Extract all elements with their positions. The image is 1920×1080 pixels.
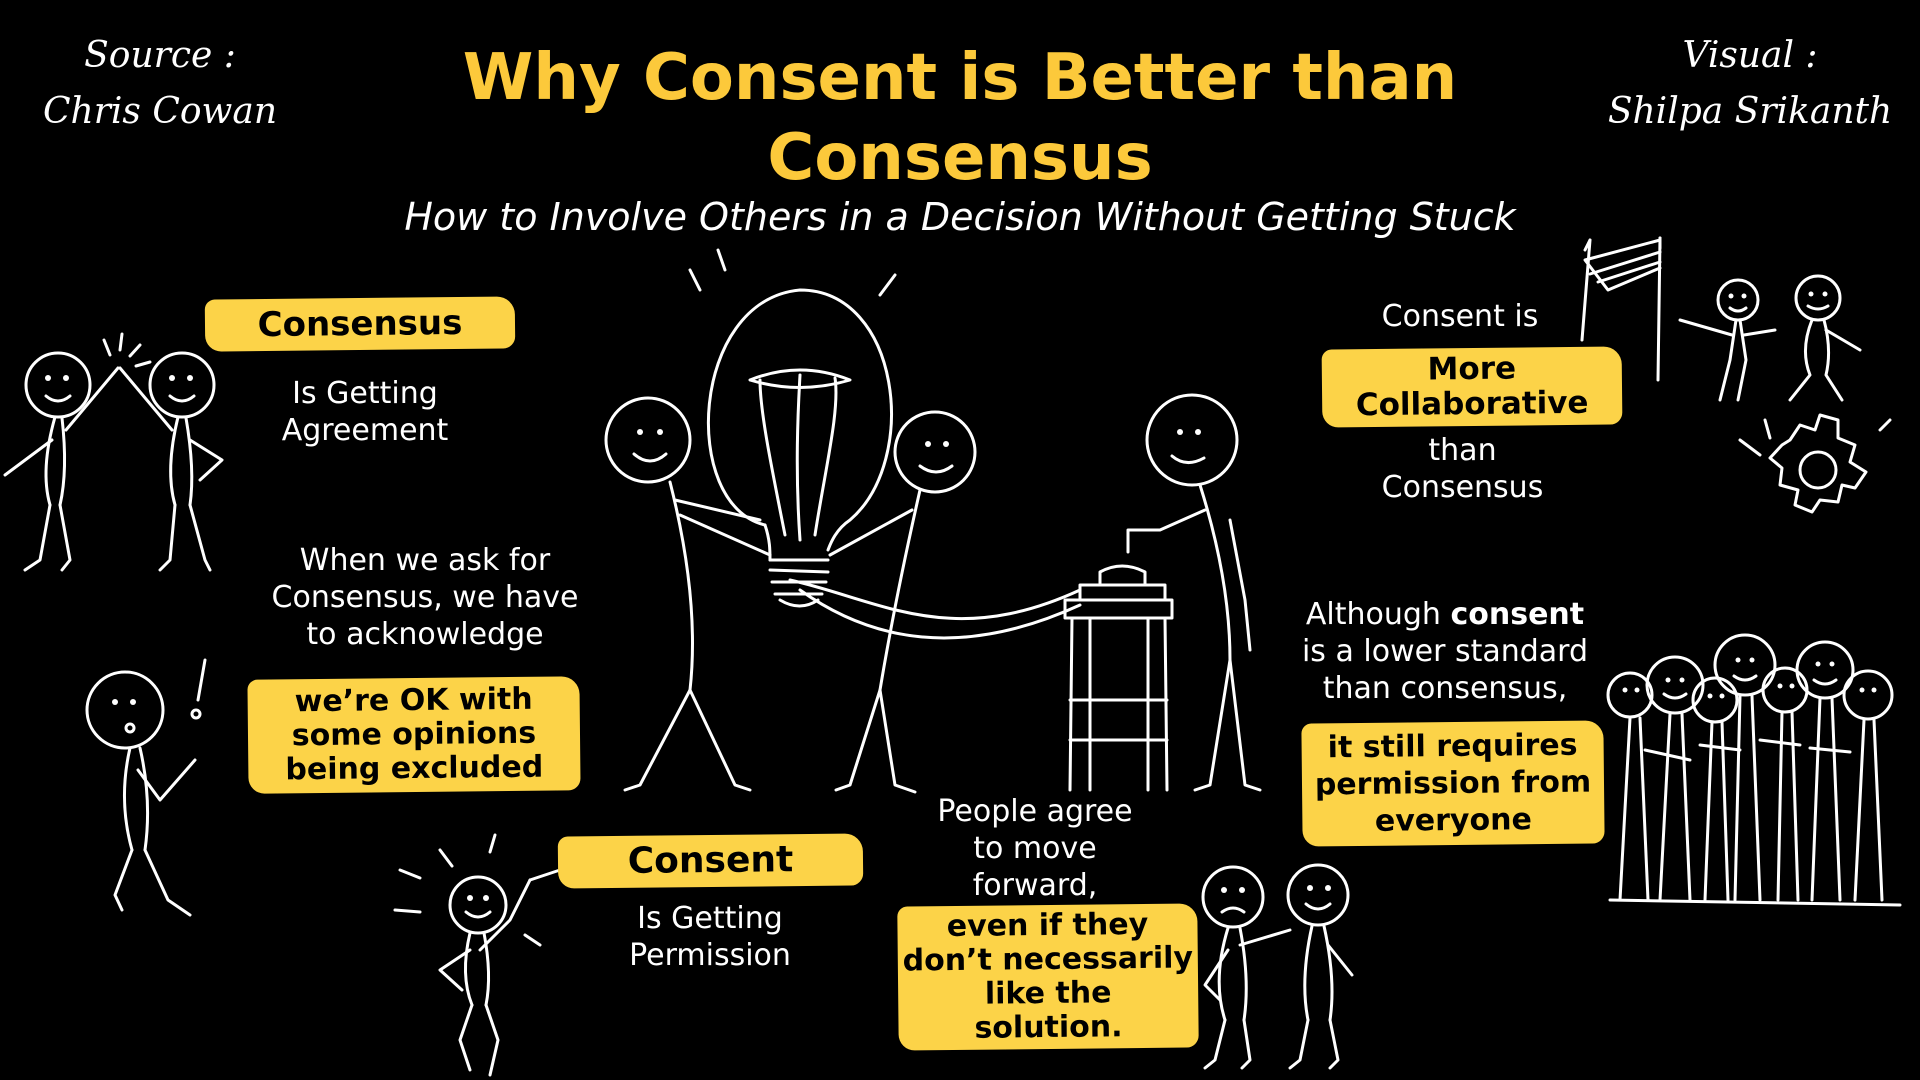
collaborative-hl-line1: More	[1427, 350, 1517, 388]
consensus-def-line2: Agreement	[281, 413, 449, 448]
consent-def-line2: Permission	[629, 938, 791, 973]
lower-standard-text: Although consent is a lower standard tha…	[1285, 596, 1605, 707]
team-with-flag-icon	[1580, 236, 1862, 402]
gear-icon	[1738, 413, 1892, 514]
crowd-of-figures-icon	[1606, 633, 1902, 907]
consensus-tag: Consensus	[204, 296, 516, 352]
lower-standard-line1-bold: consent	[1450, 597, 1585, 632]
consent-def-line1: Is Getting	[637, 901, 783, 936]
acknowledge-hl-line1: we’re OK with	[294, 681, 533, 720]
lower-standard-hl-line3: everyone	[1374, 802, 1533, 839]
acknowledge-hl-line3: being excluded	[285, 749, 544, 788]
collaborative-line3: Consensus	[1381, 470, 1544, 505]
lower-standard-line3: than consensus,	[1322, 671, 1568, 706]
page-title: Why Consent is Better than Consensus	[462, 41, 1458, 195]
acknowledge-line3: to acknowledge	[306, 617, 544, 652]
lower-standard-hl-line1: it still requires	[1327, 727, 1578, 766]
people-agree-line2: to move	[973, 831, 1097, 866]
people-agree-hl-line3: like the	[984, 975, 1112, 1012]
visual-label: Visual :	[1682, 35, 1818, 76]
lower-standard-highlight: it still requires permission from everyo…	[1301, 720, 1605, 847]
lower-standard-line1-pre: Although	[1305, 597, 1451, 632]
collaborative-highlight: More Collaborative	[1321, 346, 1623, 428]
people-agree-hl-line1: even if they	[946, 906, 1149, 945]
people-agree-highlight: even if they don’t necessarily like the …	[897, 903, 1199, 1051]
lower-standard-line2: is a lower standard	[1301, 634, 1589, 669]
consensus-def-line1: Is Getting	[292, 376, 438, 411]
lightbulb-icon	[688, 248, 897, 608]
acknowledge-line2: Consensus, we have	[271, 580, 579, 615]
visual-credit: Visual : Shilpa Srikanth	[1600, 28, 1900, 140]
source-credit: Source : Chris Cowan	[40, 28, 280, 140]
lower-standard-line1: Although consent	[1285, 596, 1605, 633]
collaborative-outro: than Consensus	[1340, 432, 1585, 506]
people-agree-line1: People agree	[937, 794, 1133, 829]
stool-with-button-icon	[788, 564, 1174, 792]
collaborative-hl-line2: Collaborative	[1355, 384, 1589, 424]
people-agree-line3: forward,	[972, 868, 1098, 903]
collaborative-intro: Consent is	[1381, 299, 1539, 334]
people-agree-hl-line2: don’t necessarily	[902, 940, 1194, 979]
cheering-figure-icon	[393, 833, 562, 1077]
consent-tag: Consent	[557, 833, 864, 889]
consensus-definition: Is Getting Agreement	[230, 375, 500, 449]
high-five-figures-icon	[3, 332, 224, 572]
acknowledge-line1: When we ask for	[299, 543, 551, 578]
consent-definition: Is Getting Permission	[590, 900, 830, 974]
acknowledge-highlight: we’re OK with some opinions being exclud…	[247, 676, 581, 794]
two-figures-one-unhappy-icon	[1201, 863, 1354, 1070]
people-agree-hl-line4: solution.	[974, 1009, 1123, 1046]
collaborative-line2: than	[1428, 433, 1497, 468]
acknowledge-hl-line2: some opinions	[291, 715, 537, 754]
lower-standard-hl-line2: permission from	[1314, 764, 1592, 803]
people-agree-text: People agree to move forward,	[900, 793, 1170, 904]
source-name: Chris Cowan	[42, 91, 278, 132]
source-label: Source :	[84, 35, 236, 76]
figure-holding-bulb-left-icon	[604, 396, 772, 792]
page-subtitle: How to Involve Others in a Decision With…	[404, 195, 1516, 239]
figure-pressing-button-icon	[1126, 393, 1262, 792]
figure-holding-bulb-right-icon	[828, 410, 977, 794]
surprised-figure-icon	[85, 658, 207, 917]
acknowledge-text: When we ask for Consensus, we have to ac…	[240, 542, 610, 653]
visual-name: Shilpa Srikanth	[1607, 91, 1893, 132]
